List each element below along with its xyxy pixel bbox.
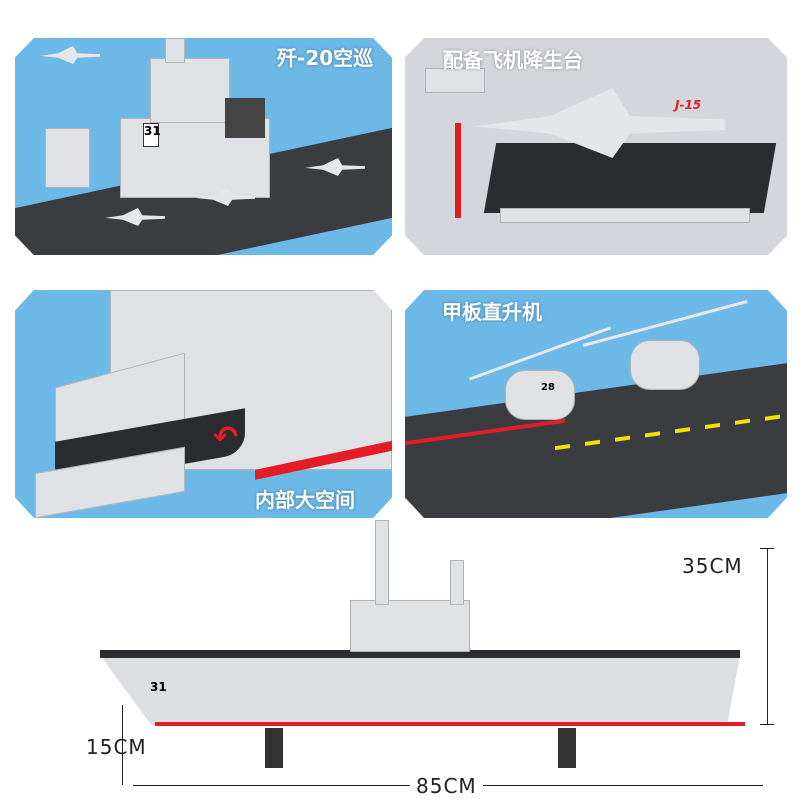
- lift-base: [500, 208, 750, 223]
- mast: [165, 38, 185, 63]
- jet-tail-marking: J-15: [675, 98, 702, 112]
- carrier-model-side-view: 31: [100, 520, 745, 768]
- flying-jet: [40, 46, 100, 64]
- crane: [45, 128, 90, 188]
- display-stand: [265, 728, 283, 768]
- depth-label: 15CM: [86, 735, 147, 759]
- panel-interior-space: ↶ 内部大空间: [15, 290, 392, 518]
- radar-panel: [225, 98, 265, 138]
- caption: 甲板直升机: [442, 300, 542, 324]
- up-down-arrow-icon: [455, 123, 461, 218]
- bridge: [150, 58, 230, 123]
- panel-j20-patrol: 31 歼-20空巡: [15, 38, 392, 255]
- height-label: 35CM: [682, 554, 743, 578]
- bow-number: 31: [150, 680, 167, 694]
- main-mast: [375, 520, 389, 605]
- dimension-tick: [760, 548, 774, 549]
- hull: [100, 655, 740, 725]
- flight-deck: [100, 650, 740, 658]
- panel-aircraft-lift: J-15 配备飞机降生台: [405, 38, 787, 255]
- caption: 配备飞机降生台: [443, 48, 583, 72]
- height-dimension-line: [767, 548, 768, 724]
- helicopter: [630, 340, 700, 390]
- panel-deck-helicopters: 28 甲板直升机: [405, 290, 787, 518]
- caption: 歼-20空巡: [277, 46, 374, 70]
- heli-number: 28: [541, 382, 555, 393]
- helicopter: [505, 370, 575, 420]
- dimension-tick: [760, 724, 774, 725]
- caption: 内部大空间: [255, 488, 355, 512]
- length-label: 85CM: [410, 774, 483, 798]
- rear-mast: [450, 560, 464, 605]
- display-stand: [558, 728, 576, 768]
- curved-arrow-icon: ↶: [213, 420, 239, 455]
- gun-mount: [425, 68, 485, 93]
- waterline: [155, 722, 745, 726]
- lift-platform: [483, 143, 777, 213]
- hull-number: 31: [143, 123, 161, 147]
- island: [350, 600, 470, 652]
- depth-dimension-line: [122, 705, 123, 785]
